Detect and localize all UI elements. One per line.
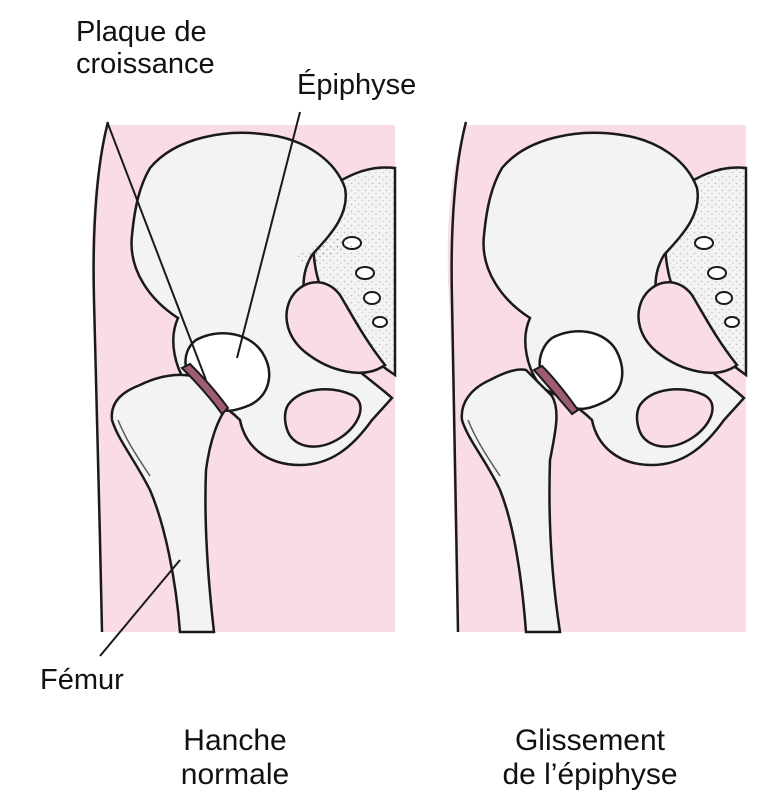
slipped-epiphysis-caption-line1: Glissement: [470, 724, 710, 758]
growth-plate-label-line1: Plaque de: [76, 16, 207, 48]
slipped-epiphysis-caption: Glissement de l’épiphyse: [470, 724, 710, 792]
slipped-epiphysis-caption-line2: de l’épiphyse: [470, 758, 710, 792]
normal-hip-caption: Hanche normale: [150, 724, 320, 792]
normal-hip-panel: [92, 112, 395, 656]
normal-hip-caption-line2: normale: [150, 758, 320, 792]
femur-label: Fémur: [40, 664, 124, 696]
slipped-hip-panel: [448, 122, 746, 632]
growth-plate-label: Plaque de croissance: [76, 16, 215, 80]
growth-plate-label-line2: croissance: [76, 48, 215, 80]
normal-hip-caption-line1: Hanche: [150, 724, 320, 758]
epiphysis-label: Épiphyse: [297, 69, 416, 101]
